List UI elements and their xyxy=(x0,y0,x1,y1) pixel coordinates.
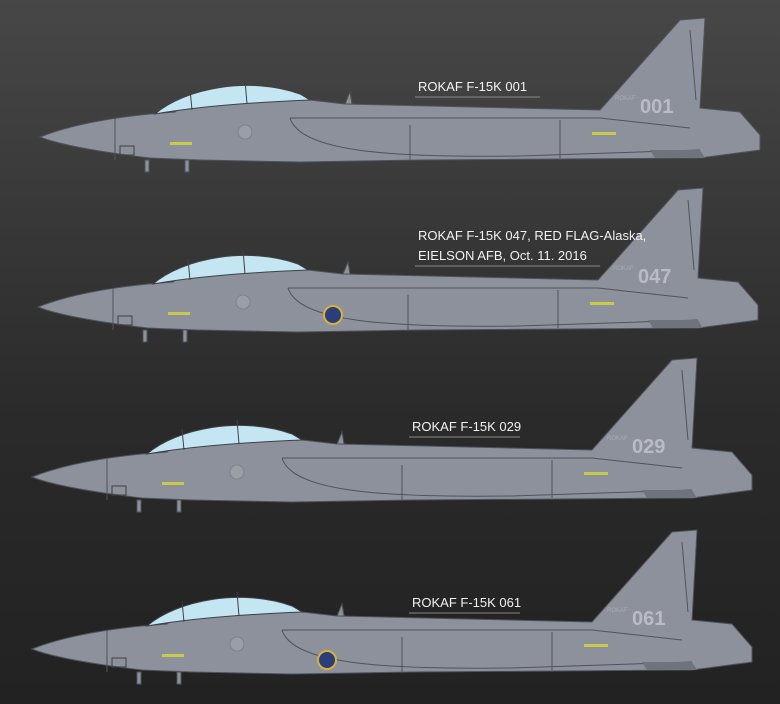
squadron-badge-icon xyxy=(317,650,337,670)
f15k-side-view xyxy=(32,358,752,512)
aircraft-profile-001: ROKAF 001 ROKAF F-15K 001 xyxy=(40,18,760,172)
squadron-badge-icon xyxy=(323,305,343,325)
tail-prefix: ROKAF xyxy=(607,608,628,614)
aircraft-profile-047: ROKAF 047 xyxy=(38,188,758,342)
profile-caption: ROKAF F-15K 029 xyxy=(412,419,521,434)
tail-prefix: ROKAF xyxy=(607,436,628,442)
profile-caption: ROKAF F-15K 001 xyxy=(418,79,527,94)
f15k-side-view xyxy=(38,188,758,342)
tail-prefix: ROKAF xyxy=(615,96,636,102)
tail-number: 061 xyxy=(632,608,665,630)
aircraft-profile-029: ROKAF 029 xyxy=(32,358,752,512)
profile-caption-line-2: EIELSON AFB, Oct. 11. 2016 xyxy=(418,248,587,263)
f15k-side-view xyxy=(40,18,760,172)
aircraft-profile-061: ROKAF 061 xyxy=(32,530,752,684)
profile-caption-line-1: ROKAF F-15K 047, RED FLAG-Alaska, xyxy=(418,228,646,243)
tail-number: 047 xyxy=(638,266,671,288)
tail-number: 001 xyxy=(640,96,673,118)
profile-caption: ROKAF F-15K 061 xyxy=(412,595,521,610)
tail-number: 029 xyxy=(632,436,665,458)
tail-prefix: ROKAF xyxy=(613,266,634,272)
f15k-side-view xyxy=(32,530,752,684)
